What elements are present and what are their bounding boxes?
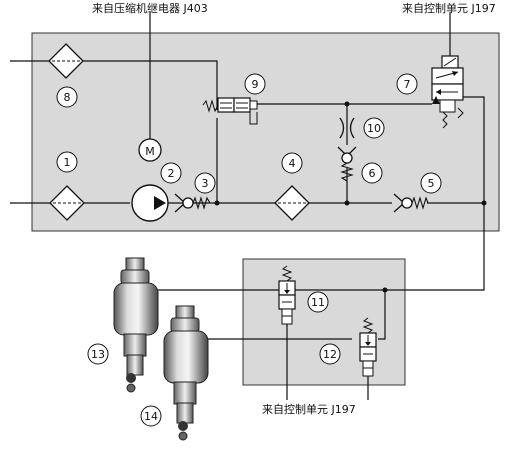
valve-block-panel [242, 258, 406, 386]
air-spring-strut-13 [113, 257, 159, 393]
check-valve-3-icon [174, 193, 211, 213]
valve-12-icon [359, 317, 377, 377]
motor-icon: M [138, 138, 162, 162]
callout-13: 13 [91, 348, 105, 361]
throttle-10-icon [339, 117, 355, 139]
callout-11: 11 [311, 296, 325, 309]
callout-8: 8 [64, 91, 71, 104]
motor-letter: M [145, 145, 155, 158]
compressor-pump-icon [131, 184, 169, 222]
air-spring-strut-14 [163, 305, 209, 441]
label-from-compressor-relay: 来自压缩机继电器 J403 [92, 2, 208, 15]
callout-2: 2 [168, 167, 175, 180]
check-valve-6-icon [337, 146, 357, 182]
dryer-4-icon [274, 185, 310, 221]
valve-11-icon [278, 265, 296, 325]
label-from-control-unit-top: 来自控制单元 J197 [402, 2, 496, 15]
label-from-control-unit-bottom: 来自控制单元 J197 [262, 403, 356, 416]
callout-4: 4 [289, 157, 296, 170]
callout-14: 14 [144, 410, 158, 423]
callout-3: 3 [202, 177, 209, 190]
callout-10: 10 [367, 122, 381, 135]
upper-unit-panel [31, 32, 500, 232]
valve-7-icon [431, 55, 464, 129]
callout-5: 5 [428, 177, 435, 190]
check-valve-5-icon [393, 193, 429, 213]
callout-9: 9 [252, 78, 259, 91]
callout-6: 6 [369, 167, 376, 180]
callout-1: 1 [64, 156, 71, 169]
callout-7: 7 [404, 78, 411, 91]
filter-1-icon [49, 185, 85, 221]
filter-8-icon [48, 43, 84, 79]
callout-12: 12 [323, 348, 337, 361]
valve-9-icon [202, 97, 258, 125]
